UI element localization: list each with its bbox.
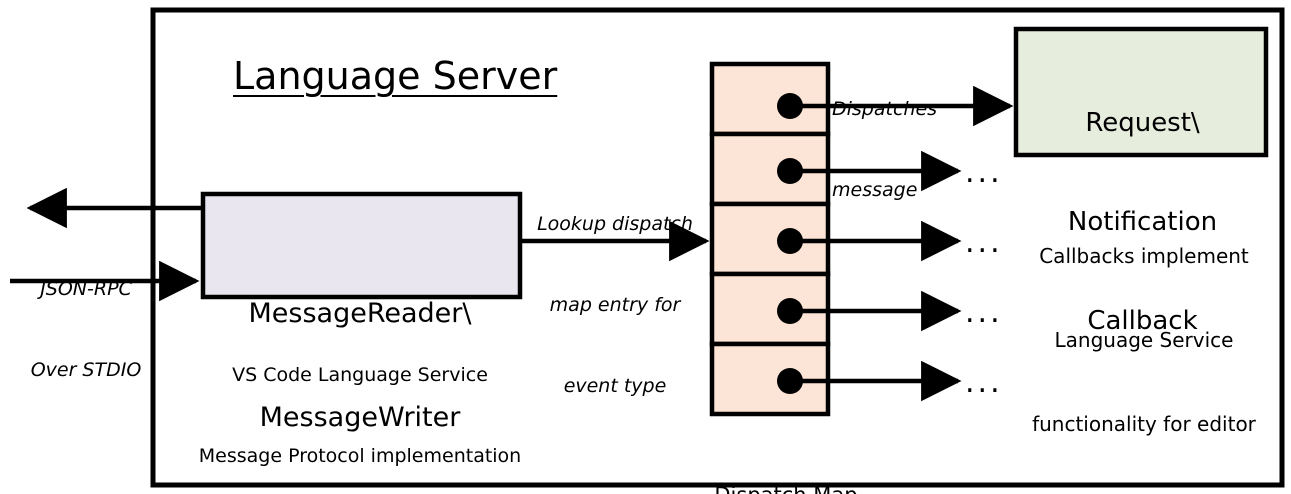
- callback-caption-line2: Language Service: [1054, 328, 1234, 352]
- message-box-caption: VS Code Language Service Message Protoco…: [190, 308, 530, 494]
- page-title: Language Server: [233, 54, 558, 98]
- callback-caption-line3: functionality for editor: [1032, 412, 1256, 436]
- callback-box-line3: Callback: [1087, 306, 1198, 337]
- message-reader-writer-label: MessageReader\ MessageWriter: [200, 228, 520, 494]
- dispatch-map-row-1: [709, 61, 831, 137]
- ellipsis-row-4: ...: [965, 295, 1003, 330]
- dispatches-label-line1: Dispatches: [832, 97, 938, 120]
- language-server-frame: [150, 7, 1285, 488]
- dispatches-message-label: Dispatches message: [832, 42, 992, 258]
- message-box-caption-line2: Message Protocol implementation: [198, 444, 522, 467]
- callback-box-line2: Notification: [1067, 207, 1218, 238]
- callback-caption-line1: Callbacks implement: [1039, 244, 1249, 268]
- ellipsis-row-2: ...: [965, 155, 1003, 190]
- callback-box-label: Request\ Notification Callback: [1020, 41, 1265, 404]
- ellipsis-row-5: ...: [965, 365, 1003, 400]
- callback-box-line1: Request\: [1085, 108, 1200, 139]
- dispatch-map-caption: Dispatch Map (event_type, callback): [636, 423, 936, 494]
- dispatches-label-line2: message: [832, 178, 918, 201]
- ellipsis-row-3: ...: [965, 225, 1003, 260]
- message-box-caption-line1: VS Code Language Service: [232, 363, 488, 386]
- jsonrpc-io-label-line1: JSON-RPC: [40, 277, 132, 300]
- request-notification-callback-box: [1013, 26, 1269, 158]
- lookup-label-line1: Lookup dispatch: [537, 212, 693, 235]
- lookup-dispatch-label: Lookup dispatch map entry for event type: [520, 157, 710, 454]
- lookup-label-line2: map entry for: [549, 293, 681, 316]
- jsonrpc-io-label-line2: Over STDIO: [30, 358, 142, 381]
- dispatch-map-caption-line1: Dispatch Map: [636, 481, 936, 494]
- callback-box-caption: Callbacks implement Language Service fun…: [1010, 186, 1278, 494]
- lookup-label-line3: event type: [563, 374, 667, 397]
- message-reader-writer-box: [200, 191, 523, 300]
- jsonrpc-io-label: JSON-RPC Over STDIO: [6, 222, 166, 438]
- message-reader-line: MessageReader\: [248, 298, 472, 330]
- message-writer-line: MessageWriter: [259, 401, 461, 433]
